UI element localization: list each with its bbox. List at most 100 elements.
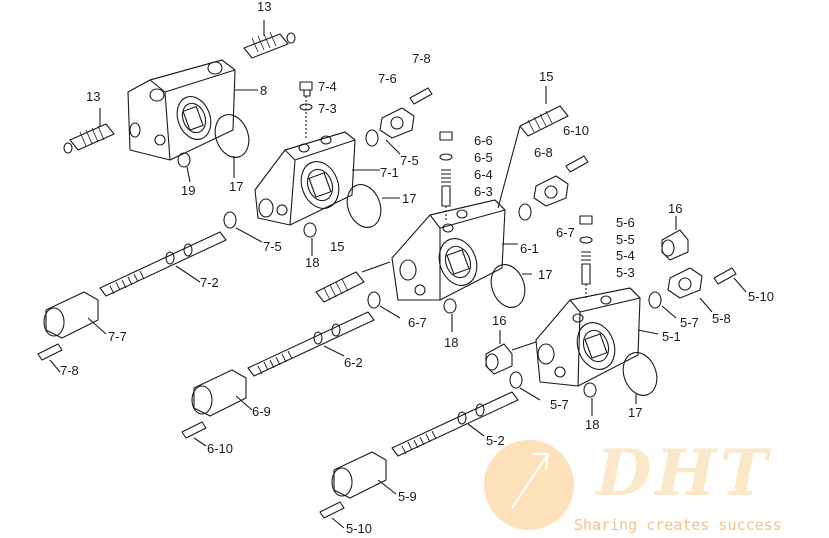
label-5-8: 5-8 (712, 311, 731, 326)
label-6-6: 6-6 (474, 133, 493, 148)
label-13-left: 13 (86, 89, 101, 104)
o-ring-5-7-b (509, 371, 523, 389)
valve-block-8 (127, 59, 236, 161)
label-5-1: 5-1 (662, 329, 681, 344)
label-6-10: 6-10 (563, 123, 590, 138)
label-17-b: 17 (402, 191, 417, 206)
relief-cartridge-13-top (243, 20, 296, 59)
o-ring-6-7-a (518, 203, 532, 221)
label-13-top: 13 (257, 0, 272, 14)
cap-7-6 (379, 107, 415, 139)
label-18-a: 18 (305, 255, 320, 270)
label-6-1: 6-1 (520, 241, 539, 256)
label-5-7-b: 5-7 (550, 397, 569, 412)
spool-7-2 (99, 231, 227, 297)
label-5-2: 5-2 (486, 433, 505, 448)
spool-6-2 (247, 311, 375, 377)
label-6-3: 6-3 (474, 184, 493, 199)
o-ring-5-7-a (648, 291, 662, 309)
label-5-9: 5-9 (398, 489, 417, 504)
label-7-5-a: 7-5 (400, 153, 419, 168)
o-ring-18-b (443, 298, 457, 314)
spring-6-4 (441, 169, 451, 183)
label-7-6: 7-6 (378, 71, 397, 86)
plug-6-6 (439, 131, 453, 141)
plug-7-4 (299, 81, 313, 140)
label-5-10-b: 5-10 (346, 521, 373, 536)
watermark-logo-circle (484, 440, 574, 530)
label-6-5: 6-5 (474, 150, 493, 165)
label-17-c: 17 (538, 267, 553, 282)
valve-block-6-1 (391, 199, 506, 301)
cartridge-15-left (315, 261, 391, 303)
label-6-9: 6-9 (252, 404, 271, 419)
label-7-4: 7-4 (318, 79, 337, 94)
o-ring-5-5 (579, 236, 593, 244)
o-ring-17-b (346, 184, 382, 228)
spring-5-4 (581, 251, 591, 261)
label-7-3: 7-3 (318, 101, 337, 116)
bolt-6-10 (565, 155, 589, 173)
watermark-tagline: Sharing creates success (574, 516, 782, 534)
bolt-5-10 (713, 267, 747, 293)
valve-block-7-1 (254, 131, 356, 226)
spool-5-2 (391, 391, 519, 457)
label-18-c: 18 (585, 417, 600, 432)
o-ring-18-c (583, 382, 597, 398)
label-7-7: 7-7 (108, 329, 127, 344)
label-5-4: 5-4 (616, 248, 635, 263)
cartridge-15-top (497, 86, 569, 209)
label-15-left: 15 (330, 239, 345, 254)
label-18-b: 18 (444, 335, 459, 350)
o-ring-7-5-a (365, 129, 379, 147)
cartridge-16-top (661, 216, 689, 261)
cap-6-8 (533, 175, 569, 207)
poppet-6-3 (441, 185, 451, 222)
o-ring-6-7-b (367, 291, 381, 309)
label-17-a: 17 (229, 179, 244, 194)
watermark-brand: DHT (596, 436, 772, 511)
label-7-5-b: 7-5 (263, 239, 282, 254)
label-17-d: 17 (628, 405, 643, 420)
valve-block-5-1 (535, 287, 641, 387)
label-5-5: 5-5 (616, 232, 635, 247)
o-ring-7-3 (299, 103, 313, 111)
plug-5-6 (579, 215, 593, 225)
label-7-1: 7-1 (380, 165, 399, 180)
label-6-10-b: 6-10 (207, 441, 234, 456)
poppet-5-3 (581, 263, 591, 300)
label-5-6: 5-6 (616, 215, 635, 230)
o-ring-7-5-b (223, 211, 237, 229)
fitting-7-8b (37, 343, 63, 373)
o-ring-17-a (214, 114, 250, 158)
label-7-8: 7-8 (412, 51, 431, 66)
label-7-8-b: 7-8 (60, 363, 79, 378)
label-6-4: 6-4 (474, 167, 493, 182)
relief-cartridge-13-left (63, 108, 115, 154)
o-ring-6-5 (439, 153, 453, 161)
label-6-8: 6-8 (534, 145, 553, 160)
spring-cap-6-9 (191, 369, 253, 417)
fitting-6-10b (181, 421, 207, 447)
cartridge-16-left (485, 330, 537, 375)
label-6-2: 6-2 (344, 355, 363, 370)
label-15-top: 15 (539, 69, 554, 84)
label-6-7-b: 6-7 (408, 315, 427, 330)
label-5-7-a: 5-7 (680, 315, 699, 330)
label-5-10-a: 5-10 (748, 289, 775, 304)
o-ring-17-c (490, 264, 526, 308)
o-ring-17-d (622, 352, 658, 396)
label-7-2: 7-2 (200, 275, 219, 290)
o-ring-19 (177, 152, 191, 168)
label-16-top: 16 (668, 201, 683, 216)
label-6-7-a: 6-7 (556, 225, 575, 240)
label-8: 8 (260, 83, 268, 98)
fitting-5-10b (319, 501, 345, 529)
cap-5-8 (667, 267, 713, 313)
spring-cap-7-7 (43, 291, 107, 339)
spring-cap-5-9 (331, 451, 397, 499)
label-5-3: 5-3 (616, 265, 635, 280)
label-19: 19 (181, 183, 196, 198)
